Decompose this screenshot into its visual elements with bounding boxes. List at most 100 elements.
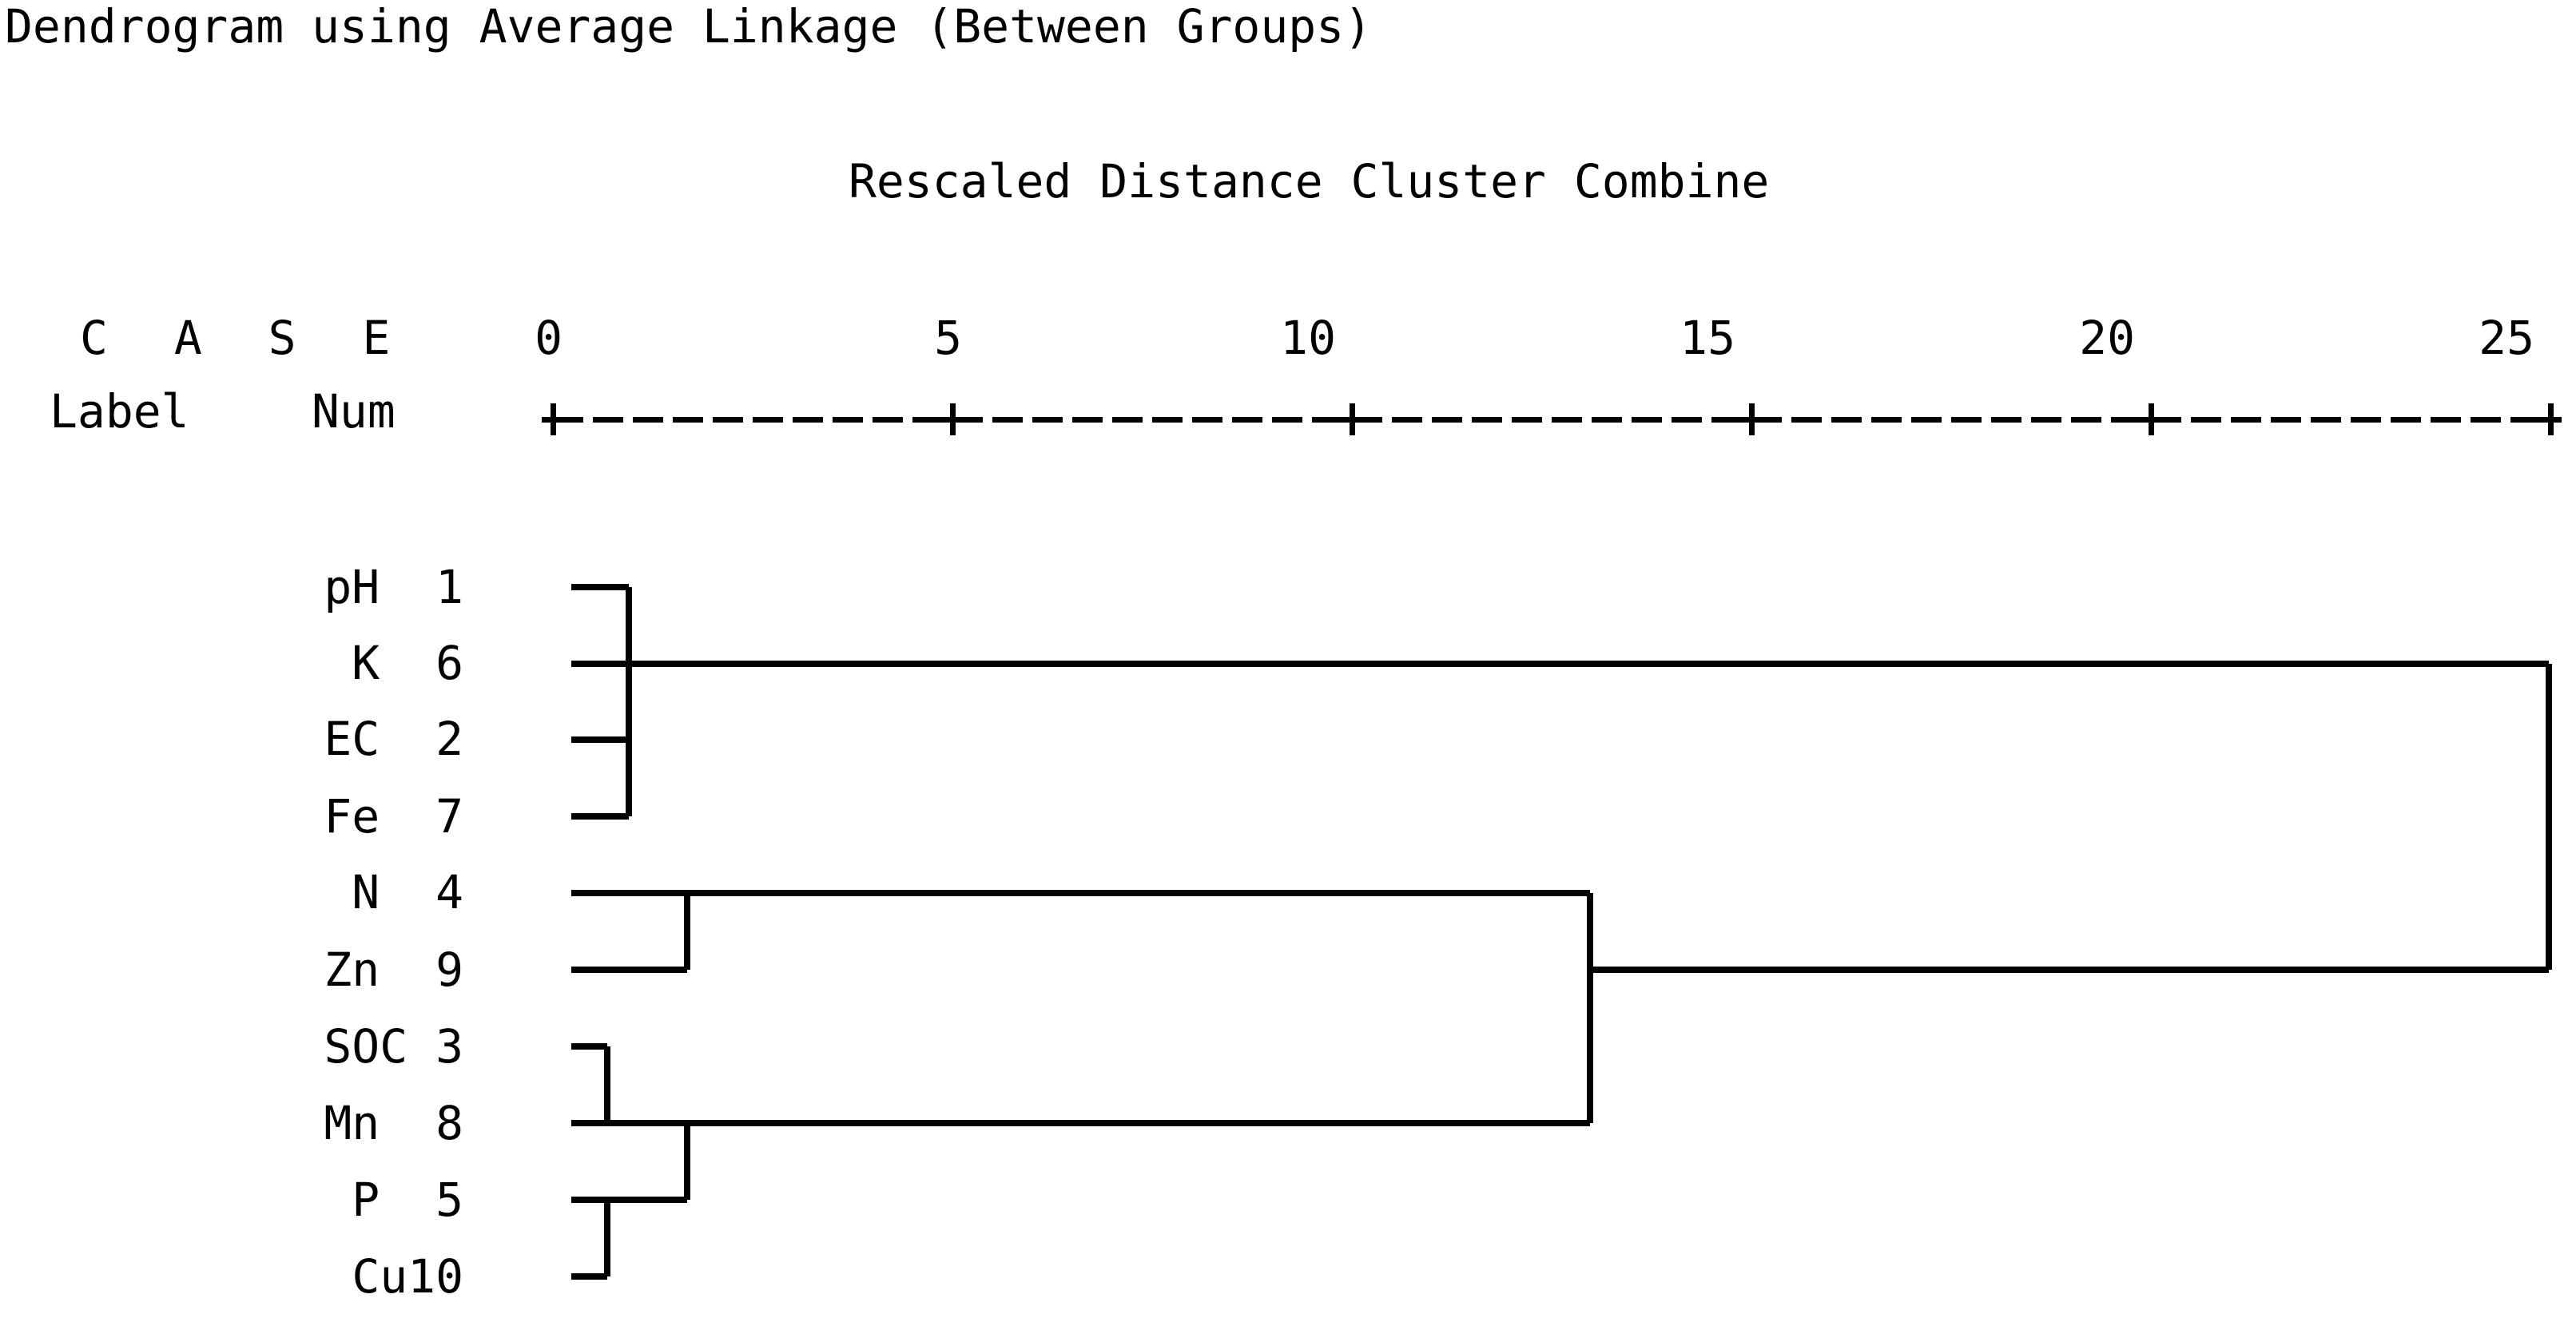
ruler-dash <box>1352 417 1382 423</box>
ruler-dash <box>1871 417 1902 423</box>
node-upper-spine <box>626 587 632 816</box>
num-heading: Num <box>312 384 396 439</box>
axis-ruler <box>0 387 2576 443</box>
ruler-dash <box>1911 417 1942 423</box>
label-heading: Label <box>50 384 189 439</box>
ruler-dash <box>753 417 783 423</box>
leaf-label-cu: Cu10 <box>352 1249 463 1304</box>
ruler-dash <box>713 417 743 423</box>
ruler-dash <box>2311 417 2341 423</box>
axis-tick-0: 0 <box>535 311 563 365</box>
ruler-tick-cross <box>2539 417 2562 423</box>
ruler-dash <box>673 417 703 423</box>
ruler-dash <box>2071 417 2101 423</box>
branch-n <box>571 890 687 896</box>
ruler-dash <box>1711 417 1742 423</box>
branch-middle-to-root <box>1590 967 2549 973</box>
case-heading: C A S E <box>80 311 410 365</box>
ruler-dash <box>1112 417 1143 423</box>
ruler-dash <box>2111 417 2141 423</box>
leaf-label-ph: pH 1 <box>324 560 463 614</box>
ruler-dash <box>2191 417 2221 423</box>
branch-ec <box>571 736 629 743</box>
ruler-dash <box>1392 417 1422 423</box>
node-n-zn <box>684 893 690 970</box>
ruler-dash <box>1232 417 1262 423</box>
branch-zn <box>571 967 687 973</box>
ruler-dash <box>952 417 983 423</box>
ruler-dash <box>1951 417 1982 423</box>
leaf-label-k: K 6 <box>324 636 463 690</box>
ruler-dash <box>1472 417 1502 423</box>
ruler-dash <box>1312 417 1342 423</box>
leaf-label-mn: Mn 8 <box>324 1096 463 1150</box>
branch-soc <box>571 1043 607 1050</box>
axis-tick-5: 5 <box>934 311 962 365</box>
page-title: Dendrogram using Average Linkage (Betwee… <box>5 0 1373 54</box>
ruler-dash <box>2391 417 2421 423</box>
ruler-dash <box>593 417 623 423</box>
axis-tick-10: 10 <box>1280 311 1336 365</box>
leaf-label-p: P 5 <box>324 1173 463 1227</box>
branch-ph <box>571 584 629 590</box>
chart-subtitle: Rescaled Distance Cluster Combine <box>849 154 1770 208</box>
branch-fe <box>571 813 629 820</box>
ruler-dash <box>1672 417 1702 423</box>
ruler-dash <box>1552 417 1582 423</box>
axis-tick-20: 20 <box>2079 311 2135 365</box>
ruler-tick-cross <box>941 417 964 423</box>
ruler-dash <box>793 417 823 423</box>
ruler-dash <box>633 417 663 423</box>
ruler-dash <box>1632 417 1662 423</box>
ruler-dash <box>2510 417 2541 423</box>
ruler-dash <box>1032 417 1063 423</box>
ruler-dash <box>833 417 863 423</box>
axis-tick-25: 25 <box>2479 311 2534 365</box>
branch-upper-to-root <box>629 661 2549 667</box>
node-lower-spine <box>684 1123 690 1200</box>
ruler-tick-cross <box>1740 417 1763 423</box>
ruler-dash <box>1152 417 1183 423</box>
ruler-dash <box>1072 417 1103 423</box>
ruler-dash <box>553 417 583 423</box>
ruler-dash <box>1192 417 1222 423</box>
node-soc-mn <box>604 1046 610 1123</box>
leaf-label-soc: SOC 3 <box>324 1019 463 1074</box>
ruler-dash <box>1432 417 1462 423</box>
leaf-label-zn: Zn 9 <box>324 943 463 997</box>
ruler-dash <box>873 417 903 423</box>
axis-tick-15: 15 <box>1680 311 1735 365</box>
leaf-label-ec: EC 2 <box>324 712 463 766</box>
ruler-tick-cross <box>1341 417 1363 423</box>
branch-p <box>571 1197 687 1203</box>
ruler-dash <box>992 417 1023 423</box>
ruler-dash <box>1512 417 1542 423</box>
node-p-cu <box>604 1200 610 1276</box>
ruler-dash <box>2351 417 2381 423</box>
ruler-dash <box>1791 417 1822 423</box>
branch-mn <box>571 1120 607 1126</box>
ruler-tick-cross <box>2140 417 2162 423</box>
ruler-dash <box>1751 417 1782 423</box>
ruler-dash <box>1272 417 1302 423</box>
ruler-dash <box>2151 417 2181 423</box>
ruler-dash <box>1991 417 2021 423</box>
node-root-spine <box>2546 664 2552 970</box>
ruler-dash <box>2231 417 2261 423</box>
ruler-dash <box>2271 417 2301 423</box>
ruler-dash <box>1831 417 1862 423</box>
ruler-dash <box>2431 417 2461 423</box>
branch-socmn-stem <box>607 1120 687 1126</box>
branch-lower-stem <box>687 1120 1590 1126</box>
branch-nzn-stem <box>687 890 1590 896</box>
ruler-dash <box>2031 417 2061 423</box>
branch-k <box>571 661 629 667</box>
ruler-tick-cross <box>542 417 564 423</box>
ruler-dash <box>1592 417 1622 423</box>
ruler-dash <box>2471 417 2501 423</box>
node-middle-spine <box>1587 893 1593 1123</box>
leaf-label-fe: Fe 7 <box>324 789 463 844</box>
ruler-dash <box>912 417 943 423</box>
